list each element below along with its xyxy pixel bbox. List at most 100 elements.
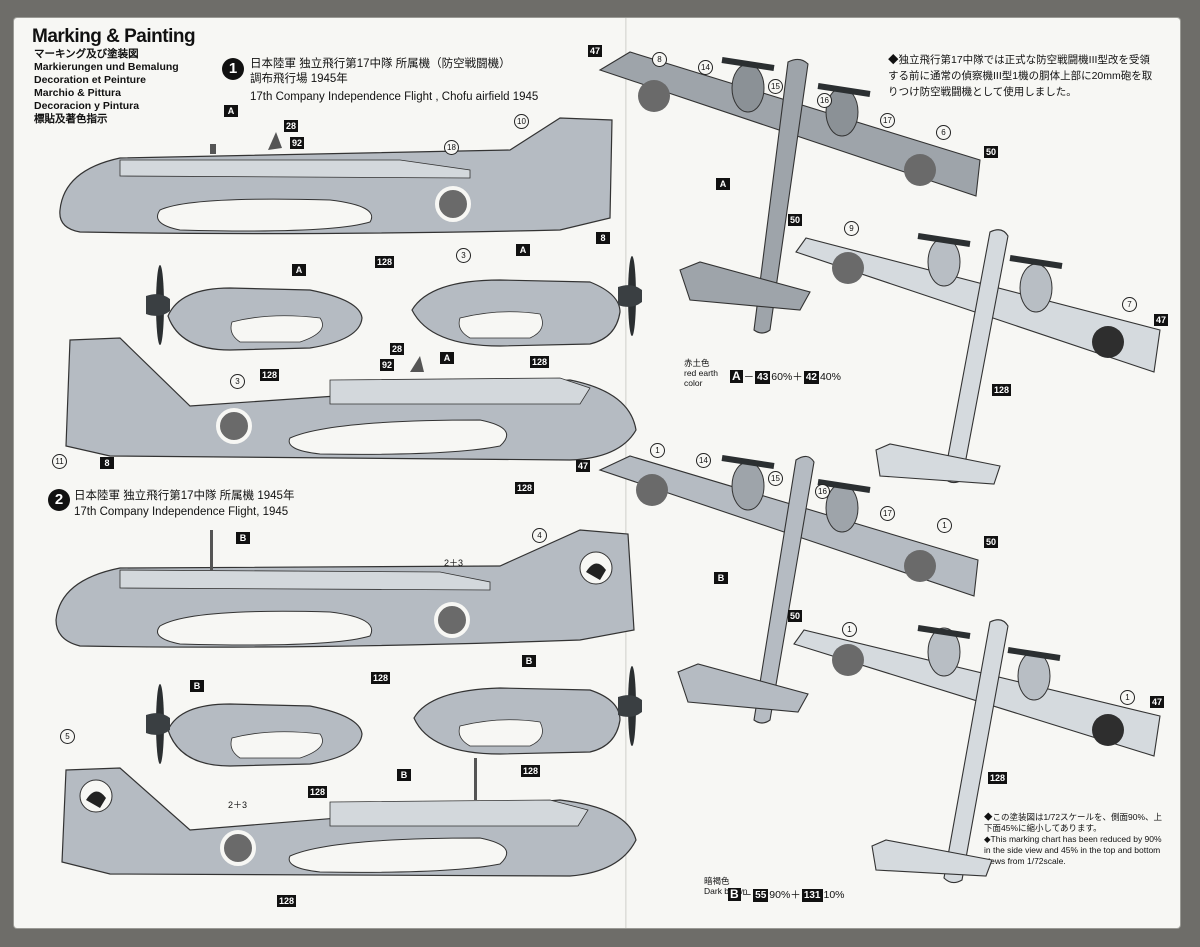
tag-color-b: B [397, 769, 411, 781]
tag-color-a: A [516, 244, 530, 256]
scheme1-side-view-left [59, 117, 613, 235]
tag-color-b: B [236, 532, 250, 544]
tag-47: 47 [576, 460, 591, 472]
tag-color-a: A [292, 264, 306, 276]
tag-128: 128 [988, 772, 1008, 784]
callout-18: 18 [444, 140, 459, 155]
callout-15: 15 [768, 79, 783, 94]
tag-color-b: B [714, 572, 728, 584]
legend-b-code1: 55 [753, 889, 769, 902]
scheme1-side-view-right [65, 337, 637, 461]
callout-15: 15 [768, 471, 783, 486]
scheme2-nacelle-left [146, 684, 363, 767]
scheme2-side-view-right [61, 758, 637, 877]
tag-50: 50 [984, 146, 999, 158]
scheme1-top-view [598, 51, 981, 334]
note-japanese: ◆独立飛行第17中隊では正式な防空戦闘機III型改を受領する前に通常の偵察機II… [888, 54, 1153, 98]
legend-b-code2: 131 [801, 889, 823, 902]
tag-50: 50 [788, 610, 803, 622]
legend-b: 暗褐色 Dark brown [704, 876, 747, 896]
tag-8: 8 [596, 232, 610, 244]
tag-128: 128 [515, 482, 535, 494]
callout-10: 10 [514, 114, 529, 129]
legend-b-letter: B [728, 887, 741, 901]
callout-9: 9 [844, 221, 859, 236]
callout-1: 1 [842, 622, 857, 637]
legend-a-en1: red earth [684, 368, 719, 378]
legend-a-dash: － [743, 371, 755, 383]
tag-color-b: B [190, 680, 204, 692]
callout-3: 3 [230, 374, 245, 389]
subtitle-fr: Decoration et Peinture [34, 74, 147, 86]
callout-8: 8 [652, 52, 667, 67]
legend-a-code1: 43 [755, 371, 771, 384]
subtitle-zh: 標貼及著色指示 [34, 113, 108, 125]
tag-8: 8 [100, 457, 114, 469]
legend-a-code2: 42 [803, 371, 819, 384]
callout-2-plus-3: 2＋3 [444, 558, 464, 568]
scheme1-nacelle-left [146, 265, 363, 351]
subtitle-jp: マーキング及び塗装図 [34, 48, 139, 60]
callout-1: 1 [937, 518, 952, 533]
callout-16: 16 [815, 484, 830, 499]
tag-28: 28 [390, 343, 405, 355]
tag-color-a: A [716, 178, 730, 190]
callout-14: 14 [696, 453, 711, 468]
legend-a-pct2: 40% [819, 371, 841, 383]
scale-note-jp: ◆この塗装図は1/72スケールを、側面90%、上下面45%に縮小してあります。 [984, 812, 1163, 833]
callout-16: 16 [817, 93, 832, 108]
tag-128: 128 [260, 369, 280, 381]
tag-47: 47 [588, 45, 603, 57]
legend-b-dash: － [741, 889, 753, 901]
legend-a-letter: A [730, 369, 743, 383]
tag-128: 128 [308, 786, 328, 798]
callout-3: 3 [456, 248, 471, 263]
tag-128: 128 [375, 256, 395, 268]
tag-47: 47 [1154, 314, 1169, 326]
legend-b-jp: 暗褐色 [704, 876, 730, 886]
tag-128: 128 [992, 384, 1012, 396]
page-title: Marking & Painting [32, 26, 196, 47]
legend-b-pct2: 10% [823, 889, 845, 901]
subtitle-it: Marchio & Pittura [34, 87, 121, 99]
tag-color-b: B [522, 655, 536, 667]
scheme1-bottom-view [795, 229, 1161, 485]
tag-color-a: A [224, 105, 238, 117]
tag-128: 128 [277, 895, 297, 907]
callout-1: 1 [1120, 690, 1135, 705]
tag-92: 92 [290, 137, 305, 149]
callout-5: 5 [60, 729, 75, 744]
callout-7: 7 [1122, 297, 1137, 312]
scheme2-side-view-left [55, 529, 635, 648]
tag-47: 47 [1150, 696, 1165, 708]
tag-28: 28 [284, 120, 299, 132]
callout-6: 6 [936, 125, 951, 140]
callout-4: 4 [532, 528, 547, 543]
subtitle-es: Decoracion y Pintura [34, 100, 140, 112]
scheme-2-badge: 2 [48, 489, 70, 511]
legend-a-pct1: 60%＋ [771, 371, 803, 383]
scheme2-bottom-view [793, 619, 1161, 884]
legend-b-pct1: 90%＋ [769, 889, 801, 901]
legend-a-en2: color [684, 378, 703, 388]
scheme2-nacelle-right [413, 666, 642, 755]
subtitle-de: Markierungen und Bemalung [34, 61, 179, 73]
tag-128: 128 [371, 672, 391, 684]
callout-1: 1 [650, 443, 665, 458]
scale-note-en: ◆This marking chart has been reduced by … [984, 834, 1162, 866]
callout-14: 14 [698, 60, 713, 75]
scheme-2-title-en: 17th Company Independence Flight, 1945 [74, 506, 289, 518]
tag-128: 128 [530, 356, 550, 368]
legend-a-jp: 赤土色 [684, 358, 710, 368]
callout-11: 11 [52, 454, 67, 469]
tag-50: 50 [984, 536, 999, 548]
callout-17: 17 [880, 506, 895, 521]
scheme-1-subtitle-jp: 調布飛行場 1945年 [250, 73, 348, 85]
tag-50: 50 [788, 214, 803, 226]
legend-a: 赤土色 red earth color [684, 358, 718, 388]
callout-2-plus-3: 2＋3 [228, 800, 248, 810]
scale-note: ◆この塗装図は1/72スケールを、側面90%、上下面45%に縮小してあります。 … [984, 812, 1164, 867]
